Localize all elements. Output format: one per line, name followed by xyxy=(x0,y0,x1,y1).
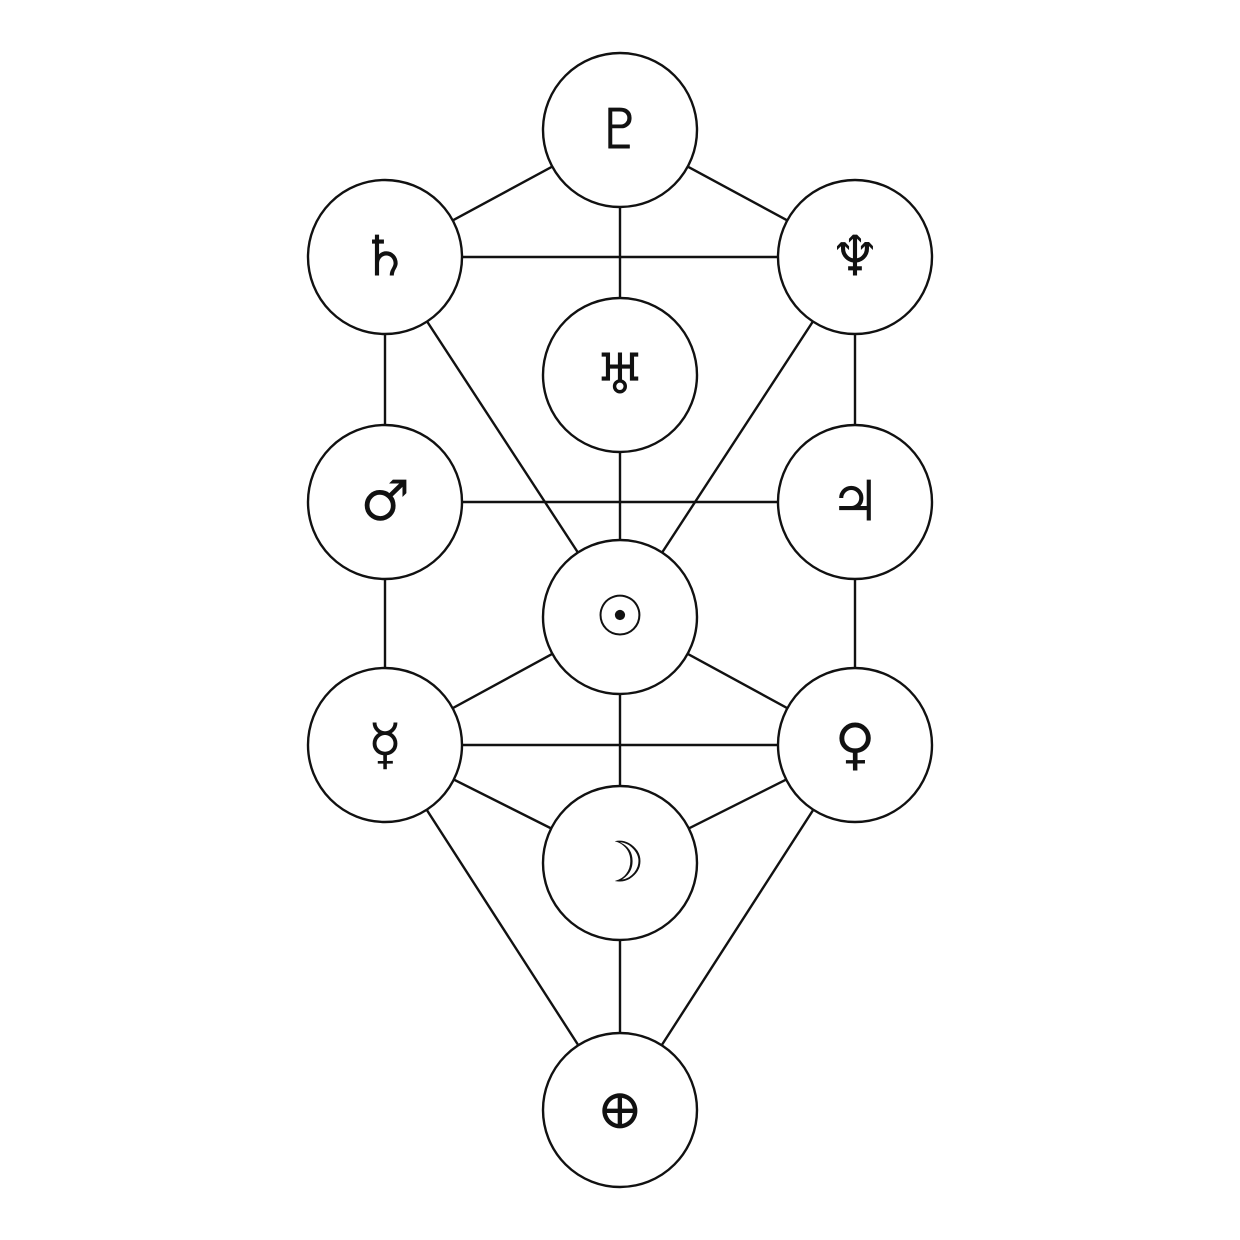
node-circle-upper-right xyxy=(776,178,934,336)
node-circle-mid-left xyxy=(306,423,464,581)
node-circle-top xyxy=(541,51,699,209)
moon-symbol-icon: ☽ xyxy=(595,831,645,896)
mercury-symbol-icon: ☿ xyxy=(368,713,402,778)
node-circle-lower-right xyxy=(776,666,934,824)
node-lower-right: ♀ xyxy=(776,666,934,824)
saturn-symbol-icon: ♄ xyxy=(360,225,410,290)
jupiter-symbol-icon: ♃ xyxy=(830,470,880,535)
node-mid-left: ♂ xyxy=(306,423,464,581)
node-top: ♇ xyxy=(541,51,699,209)
node-circle-bottom xyxy=(541,1031,699,1189)
sun-symbol-icon: ☉ xyxy=(595,585,645,650)
earth-symbol-icon: ⊕ xyxy=(597,1078,644,1143)
node-lower-left: ☿ xyxy=(306,666,464,824)
node-circle-center-upper xyxy=(541,296,699,454)
node-circles: ♇ ♄ ♆ ♅ ♂ ♃ ☉ ☿ ♀ ☽ ⊕ xyxy=(306,51,934,1189)
node-mid-right: ♃ xyxy=(776,423,934,581)
node-circle-center-lower xyxy=(541,784,699,942)
node-circle-center xyxy=(541,538,699,696)
mars-symbol-icon: ♂ xyxy=(360,470,410,535)
node-bottom: ⊕ xyxy=(541,1031,699,1189)
node-circle-upper-left xyxy=(306,178,464,336)
node-circle-lower-left xyxy=(306,666,464,824)
node-upper-left: ♄ xyxy=(306,178,464,336)
node-center: ☉ xyxy=(541,538,699,696)
node-circle-mid-right xyxy=(776,423,934,581)
node-center-upper: ♅ xyxy=(541,296,699,454)
venus-symbol-icon: ♀ xyxy=(835,713,876,778)
node-upper-right: ♆ xyxy=(776,178,934,336)
uranus-symbol-icon: ♅ xyxy=(595,343,645,408)
node-center-lower: ☽ xyxy=(541,784,699,942)
neptune-symbol-icon: ♆ xyxy=(830,225,880,290)
pluto-symbol-icon: ♇ xyxy=(595,98,645,163)
